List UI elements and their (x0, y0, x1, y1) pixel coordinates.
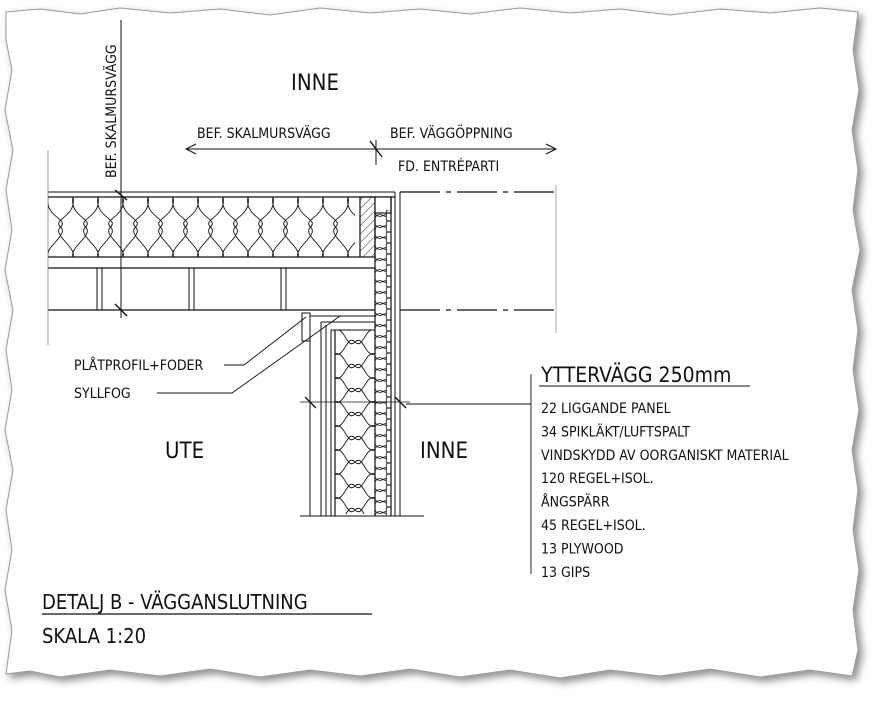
wall-spec-layer: 120 REGEL+ISOL. (541, 471, 654, 487)
vertical-dimension (114, 20, 128, 318)
wall-spec-layer: 13 PLYWOOD (541, 541, 623, 557)
wall-spec-layer: 13 GIPS (541, 565, 590, 581)
section-ticks (300, 396, 410, 409)
existing-cavity-wall (47, 150, 395, 345)
room-label-ute: UTE (165, 439, 204, 464)
detail-title: DETALJ B - VÄGGANSLUTNING (42, 590, 308, 614)
dim-existing-wall-opening: BEF. VÄGGÖPPNING (390, 124, 513, 142)
dim-former-entrance: FD. ENTRÉPARTI (398, 158, 499, 175)
dim-existing-cavity-wall: BEF. SKALMURSVÄGG (197, 124, 331, 142)
wall-spec-title: YTTERVÄGG 250mm (540, 362, 731, 387)
wall-spec-layers: 22 LIGGANDE PANEL 34 SPIKLÄKT/LUFTSPALT VI… (541, 401, 789, 581)
dim-vertical-label: BEF. SKALMURSVÄGG (102, 44, 120, 178)
callout-flashing: PLÅTPROFIL+FODER (74, 357, 204, 374)
insulation-vertical-inner (375, 210, 391, 516)
hatched-post (359, 196, 376, 258)
callout-sill-joint: SYLLFOG (74, 386, 131, 402)
new-outer-wall (300, 192, 424, 517)
paper-sheet (4, 7, 861, 679)
dimension-line (184, 140, 558, 165)
leaders (42, 315, 750, 615)
wall-spec-layer: VINDSKYDD AV OORGANISKT MATERIAL (541, 448, 789, 464)
insulation-pattern (48, 197, 355, 257)
insulation-pattern (375, 210, 391, 516)
room-label-inne-top: INNE (291, 71, 339, 96)
wall-spec-layer: 22 LIGGANDE PANEL (541, 401, 671, 417)
corner-block (374, 196, 392, 214)
detail-scale: SKALA 1:20 (42, 624, 146, 648)
insulation-horizontal (48, 197, 355, 257)
wall-spec-layer: 34 SPIKLÄKT/LUFTSPALT (541, 422, 690, 440)
insulation-vertical (335, 330, 375, 514)
insulation-pattern (335, 330, 375, 514)
room-label-inne-bottom: INNE (420, 439, 468, 464)
wall-spec-layer: 45 REGEL+ISOL. (541, 518, 646, 534)
wall-spec-layer: ÅNGSPÄRR (541, 493, 610, 511)
centre-lines (400, 185, 557, 333)
